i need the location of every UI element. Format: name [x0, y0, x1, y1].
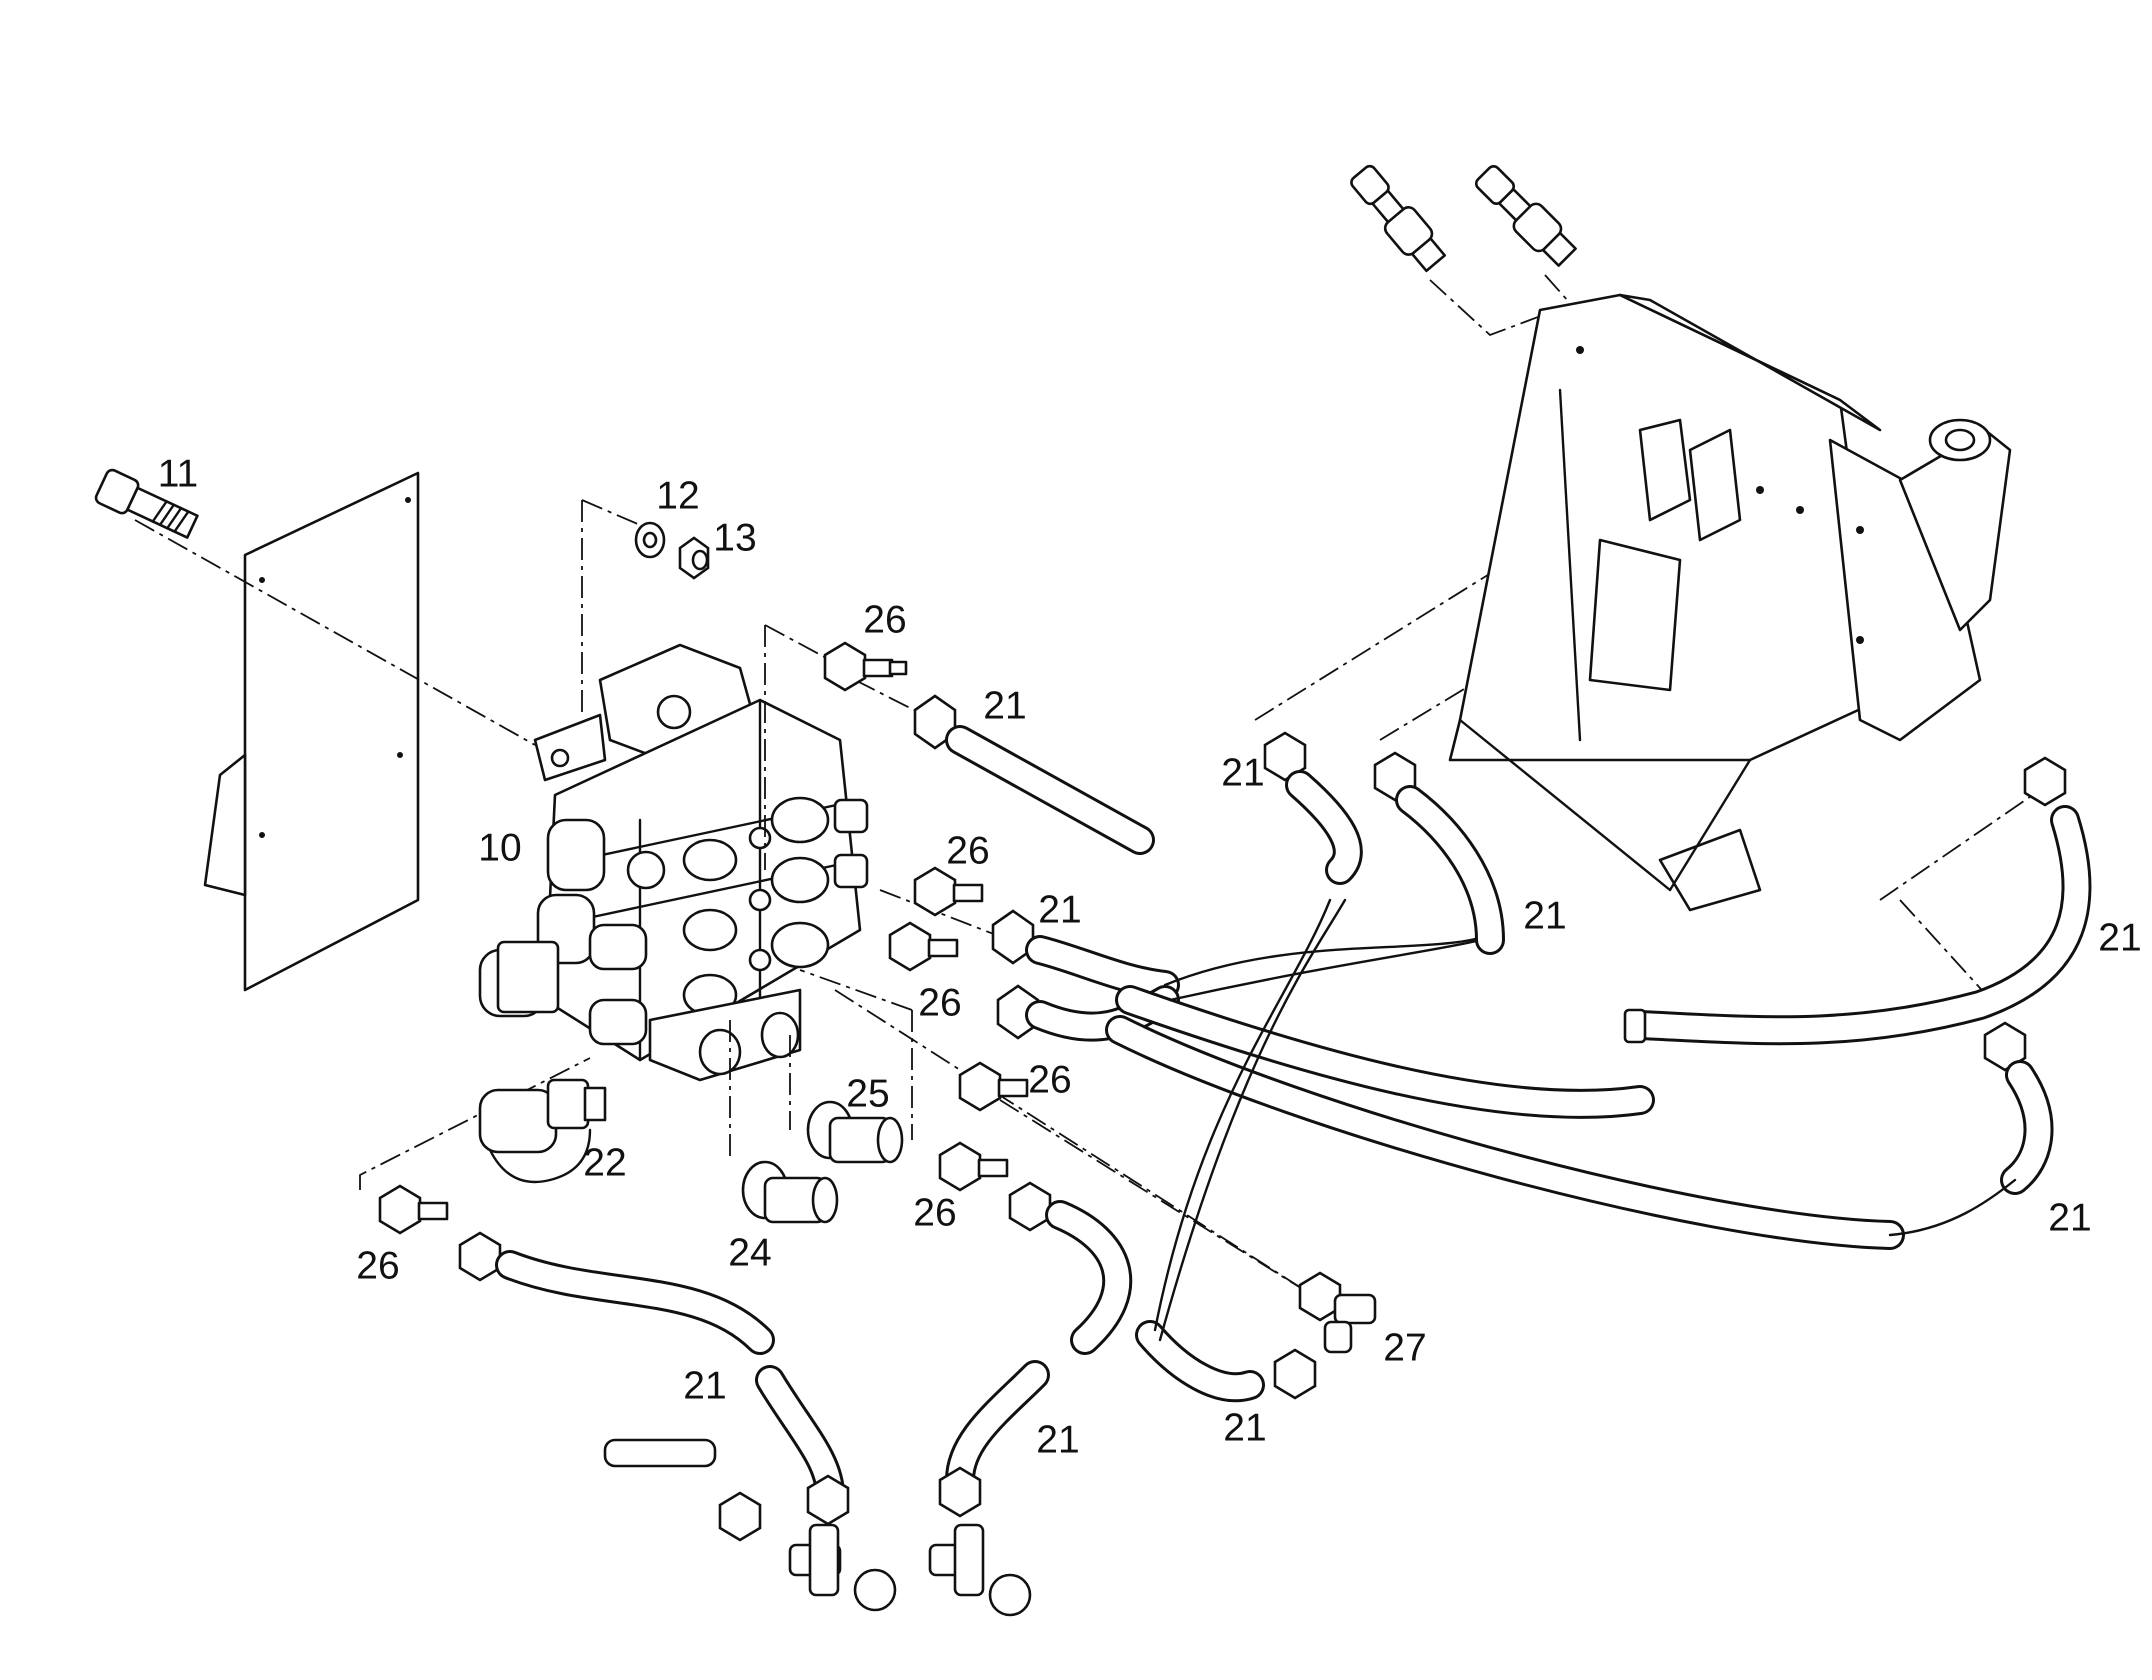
callout-21i: 21	[2048, 1196, 2091, 1239]
hose-21-frame-left	[1263, 731, 1363, 885]
tractor-frame	[1448, 293, 2012, 912]
hose-21-left-low	[458, 1231, 850, 1526]
fitting-26-top	[823, 641, 908, 692]
coupler-upper-left	[1350, 164, 1447, 273]
washer-12	[634, 521, 666, 559]
callout-24: 24	[728, 1231, 771, 1274]
elbow-27	[1298, 1271, 1377, 1354]
callout-21g: 21	[1523, 894, 1566, 937]
fitting-26-low2	[938, 1141, 1009, 1192]
callout-21h: 21	[2098, 916, 2141, 959]
fitting-26-low	[958, 1061, 1029, 1112]
control-valve-10	[478, 643, 869, 1082]
fitting-26-mid2	[888, 921, 959, 972]
callout-21b: 21	[1038, 888, 1081, 931]
callout-21f: 21	[1221, 751, 1264, 794]
fitting-26-mid	[913, 866, 984, 917]
callout-26e: 26	[913, 1191, 956, 1234]
fitting-25	[806, 1100, 904, 1164]
hose-21-frame-right	[1623, 756, 2092, 1046]
callout-22: 22	[583, 1141, 626, 1184]
coupler-upper-right	[1474, 164, 1577, 267]
bolt-11	[94, 468, 199, 539]
fitting-26-left	[378, 1184, 449, 1235]
hose-21-frame-lower	[1888, 1021, 2054, 1237]
nut-13	[678, 536, 710, 580]
callout-26b: 26	[946, 829, 989, 872]
callout-21a: 21	[983, 684, 1026, 727]
callout-27: 27	[1383, 1326, 1426, 1369]
callout-21d: 21	[1036, 1418, 1079, 1461]
fitting-24	[741, 1160, 839, 1224]
callout-26a: 26	[863, 598, 906, 641]
hose-21-frame-mid	[1373, 751, 1505, 955]
callout-10: 10	[478, 826, 521, 869]
quick-coupler-22	[478, 1078, 607, 1184]
callout-26d: 26	[1028, 1058, 1071, 1101]
callout-12: 12	[656, 474, 699, 517]
callout-11: 11	[158, 452, 199, 495]
callout-21e: 21	[1223, 1406, 1266, 1449]
callout-13: 13	[713, 516, 756, 559]
callout-21c: 21	[683, 1364, 726, 1407]
mounting-plate	[203, 471, 420, 992]
hose-21-top	[913, 694, 1155, 855]
callout-25: 25	[846, 1072, 889, 1115]
hose-21-mid-low	[938, 1181, 1133, 1518]
callout-26f: 26	[356, 1244, 399, 1287]
hose-21-bundle	[991, 909, 1905, 1250]
callout-26c: 26	[918, 981, 961, 1024]
tee-fitting-left	[603, 1438, 897, 1612]
tee-fitting-right	[928, 1523, 1032, 1617]
hose-21-lower-right	[1135, 898, 1347, 1403]
